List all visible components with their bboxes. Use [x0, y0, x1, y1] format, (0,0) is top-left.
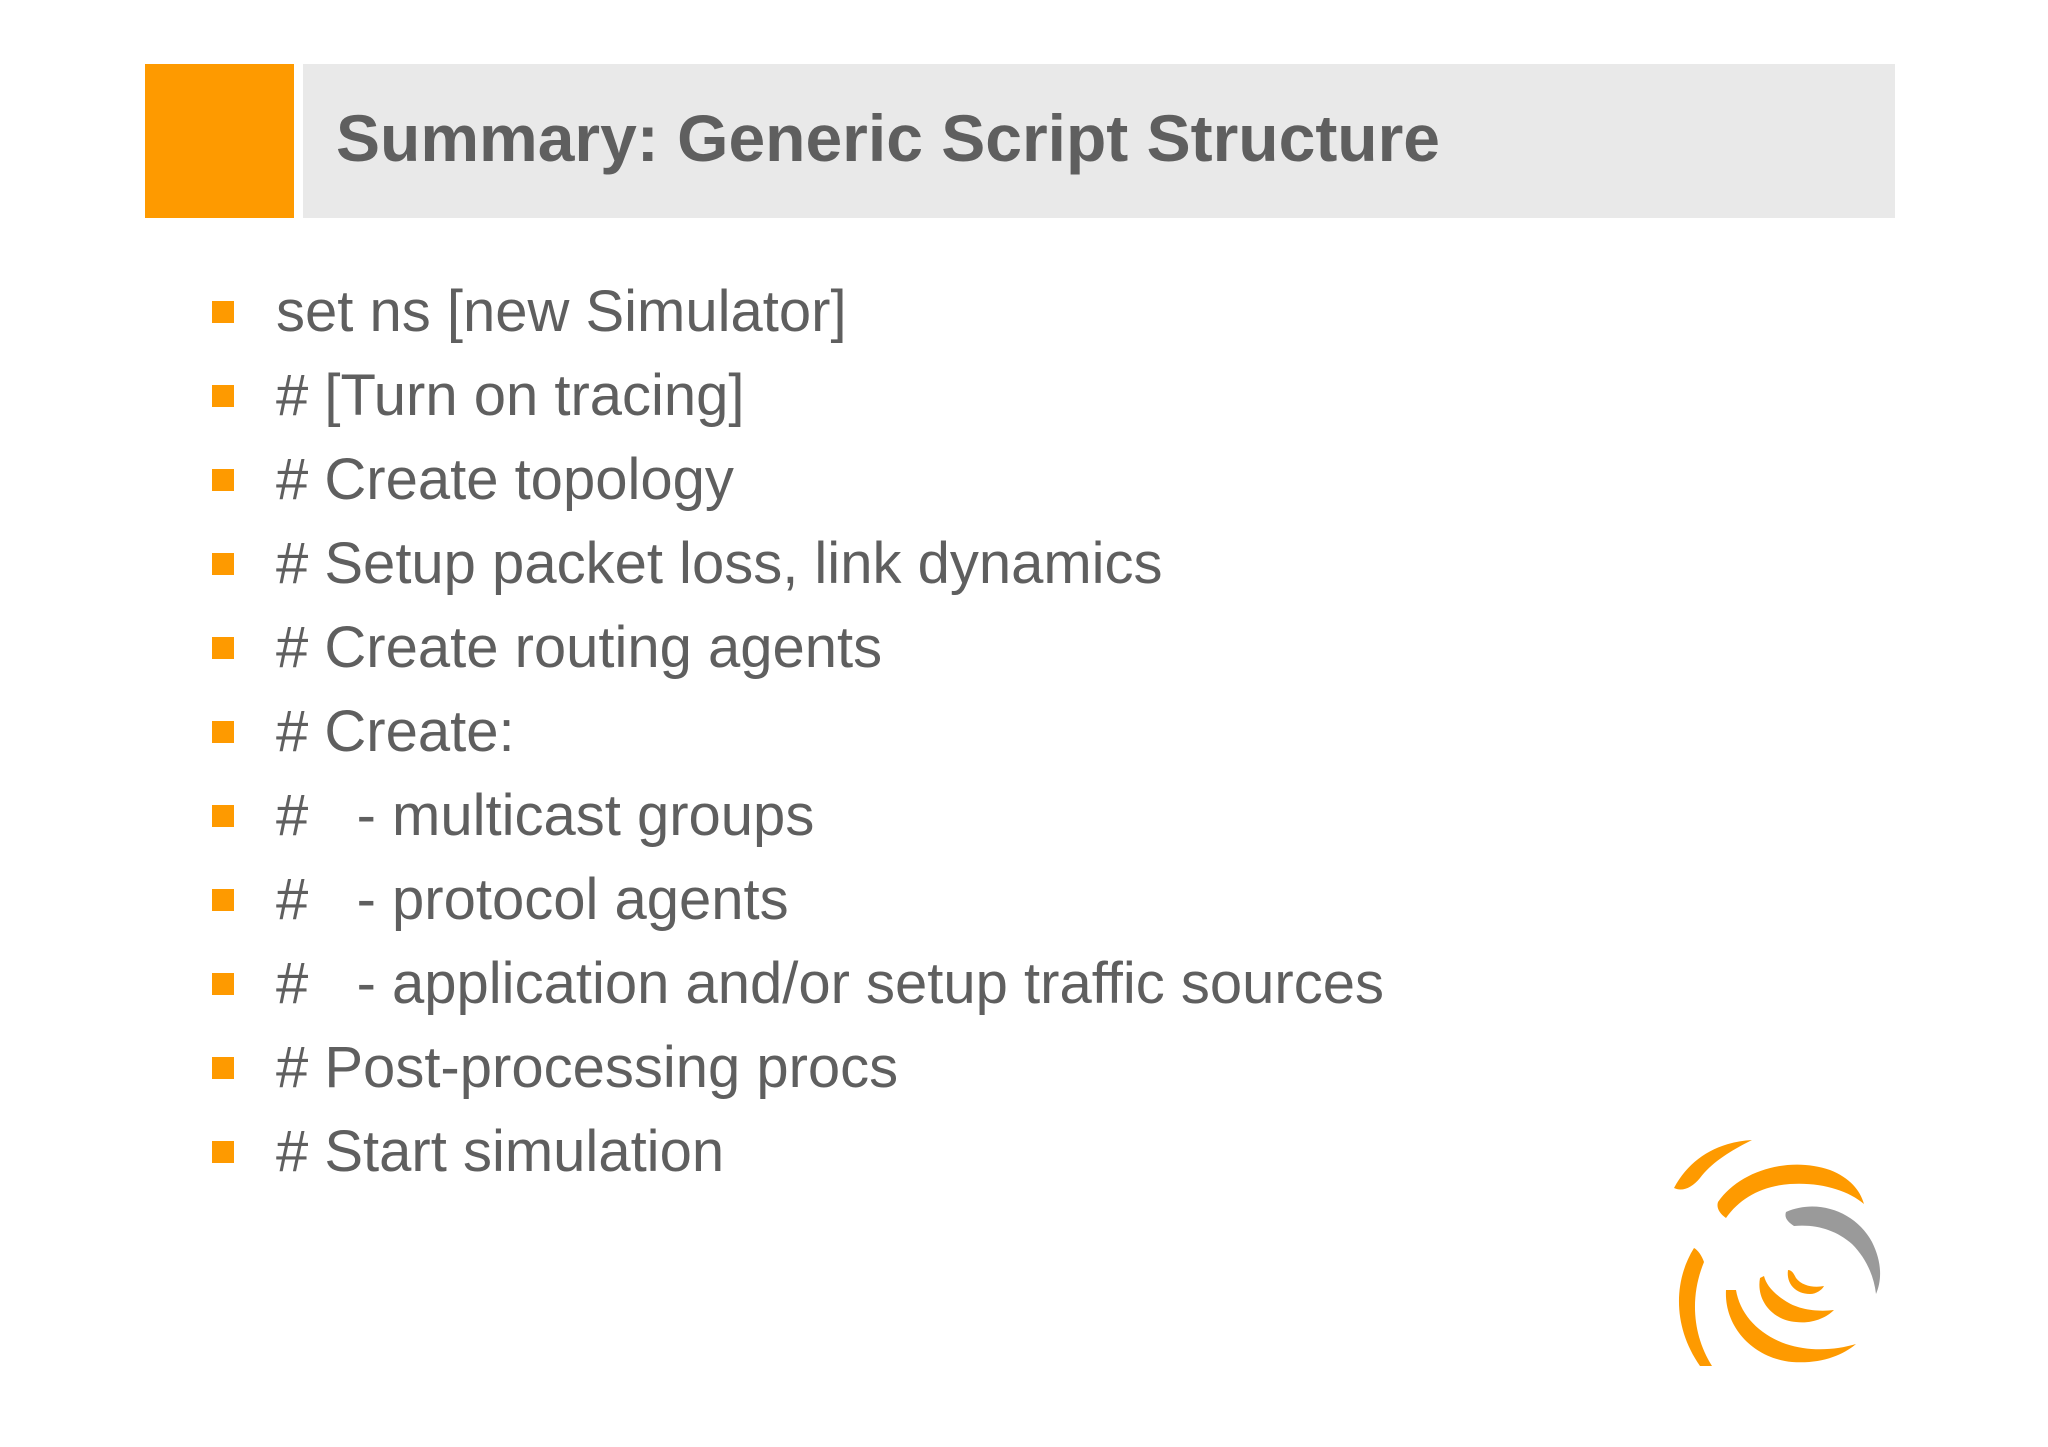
bullet-text: # Post-processing procs — [276, 1035, 899, 1100]
bullet-item: # - multicast groups — [212, 774, 1384, 858]
bullet-item: # - application and/or setup traffic sou… — [212, 942, 1384, 1026]
accent-block — [145, 64, 294, 218]
bullet-item: # Setup packet loss, link dynamics — [212, 522, 1384, 606]
bullet-item: # [Turn on tracing] — [212, 354, 1384, 438]
bullet-square-icon — [212, 1057, 234, 1079]
bullet-text: # [Turn on tracing] — [276, 363, 745, 428]
bullet-list: set ns [new Simulator] # [Turn on tracin… — [212, 270, 1384, 1194]
bullet-square-icon — [212, 1141, 234, 1163]
bullet-square-icon — [212, 973, 234, 995]
bullet-square-icon — [212, 469, 234, 491]
bullet-square-icon — [212, 889, 234, 911]
bullet-square-icon — [212, 805, 234, 827]
slide-title: Summary: Generic Script Structure — [336, 101, 1441, 175]
bullet-text: # - multicast groups — [276, 783, 815, 848]
bullet-item: set ns [new Simulator] — [212, 270, 1384, 354]
bullet-text: # Setup packet loss, link dynamics — [276, 531, 1163, 596]
bullet-item: # Create topology — [212, 438, 1384, 522]
bullet-square-icon — [212, 637, 234, 659]
bullet-square-icon — [212, 301, 234, 323]
bullet-item: # - protocol agents — [212, 858, 1384, 942]
bullet-text: # - protocol agents — [276, 867, 789, 932]
bullet-text: # - application and/or setup traffic sou… — [276, 951, 1384, 1016]
swirl-logo-icon — [1674, 1140, 1881, 1366]
bullet-text: # Create routing agents — [276, 615, 883, 680]
title-bar — [303, 64, 1895, 218]
bullet-text: # Create topology — [276, 447, 734, 512]
bullet-text: set ns [new Simulator] — [276, 279, 847, 344]
bullet-text: # Start simulation — [276, 1119, 725, 1184]
bullet-item: # Start simulation — [212, 1110, 1384, 1194]
bullet-square-icon — [212, 721, 234, 743]
bullet-item: # Create: — [212, 690, 1384, 774]
bullet-square-icon — [212, 385, 234, 407]
bullet-item: # Post-processing procs — [212, 1026, 1384, 1110]
bullet-square-icon — [212, 553, 234, 575]
bullet-item: # Create routing agents — [212, 606, 1384, 690]
bullet-text: # Create: — [276, 699, 515, 764]
